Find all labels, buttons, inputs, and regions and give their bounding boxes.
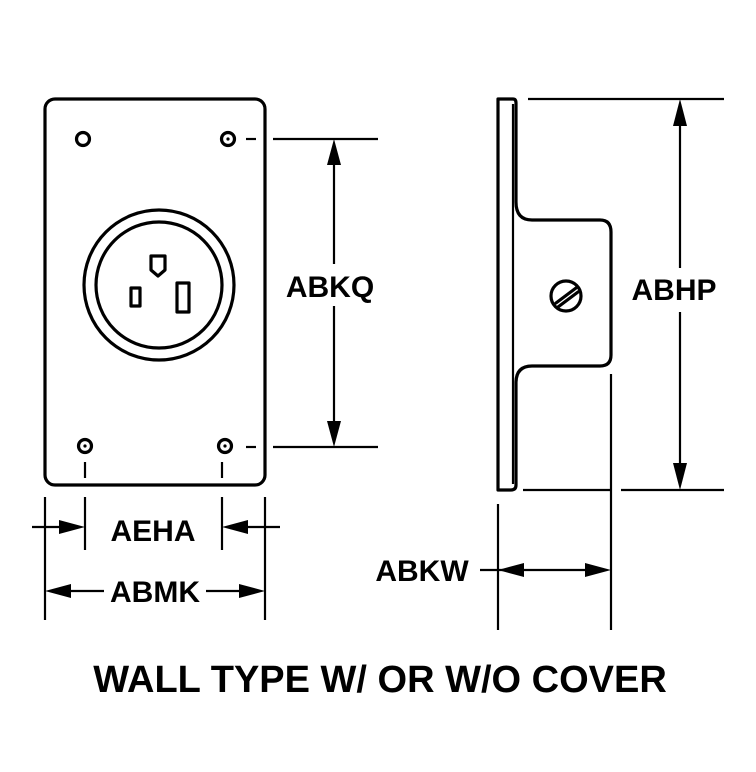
- figure-caption: WALL TYPE W/ OR W/O COVER: [93, 659, 667, 701]
- label-abkw: ABKW: [375, 555, 469, 588]
- side-view: ABHP ABKW: [375, 97, 724, 630]
- dimension-abkq: ABKQ: [286, 139, 374, 447]
- front-plate-outline: [43, 97, 267, 487]
- dimension-abhp: ABHP: [631, 99, 717, 490]
- label-abkq: ABKQ: [286, 271, 374, 304]
- label-abhp: ABHP: [631, 274, 716, 307]
- dimension-aeha: AEHA: [32, 515, 280, 548]
- receptacle-outlet: [82, 208, 236, 362]
- dimension-abmk: ABMK: [45, 576, 265, 609]
- mounting-hole-bottom-left: [76, 437, 94, 455]
- hot-slot: [175, 281, 191, 314]
- front-view: ABKQ AEHA ABMK: [32, 97, 378, 620]
- side-profile-outline: [496, 97, 613, 492]
- screw-head: [549, 279, 583, 313]
- ground-pin-slot: [149, 254, 167, 278]
- mounting-hole-bottom-right: [216, 437, 234, 455]
- mounting-hole-top-right: [219, 130, 237, 148]
- dimension-abkw: ABKW: [375, 555, 611, 588]
- neutral-slot: [129, 286, 142, 308]
- label-aeha: AEHA: [110, 515, 195, 548]
- mounting-hole-top-left: [74, 130, 92, 148]
- label-abmk: ABMK: [110, 576, 200, 609]
